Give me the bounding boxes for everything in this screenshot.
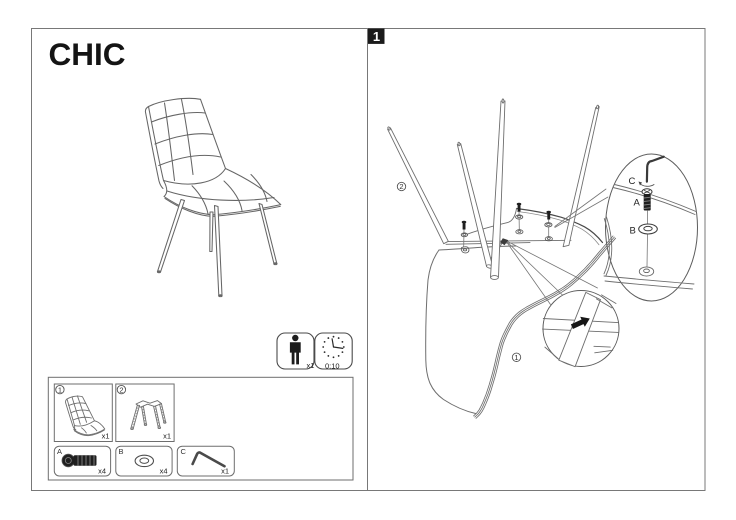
svg-text:B: B	[119, 447, 124, 456]
svg-text:x1: x1	[163, 432, 171, 441]
svg-text:1: 1	[373, 29, 380, 44]
svg-text:1: 1	[514, 353, 518, 362]
svg-text:C: C	[629, 176, 636, 187]
svg-text:C: C	[181, 447, 187, 456]
svg-text:B: B	[630, 226, 636, 237]
svg-text:2: 2	[119, 385, 123, 394]
svg-text:x4: x4	[98, 467, 106, 476]
svg-text:2: 2	[399, 182, 403, 191]
svg-text:x1: x1	[102, 432, 110, 441]
svg-text:A: A	[634, 198, 641, 209]
svg-text:0:10: 0:10	[325, 362, 340, 371]
svg-text:A: A	[57, 447, 62, 456]
svg-text:CHIC: CHIC	[49, 36, 126, 72]
svg-text:1: 1	[58, 385, 62, 394]
svg-text:x1: x1	[307, 361, 315, 370]
svg-text:x1: x1	[221, 467, 229, 476]
svg-text:x4: x4	[160, 467, 168, 476]
